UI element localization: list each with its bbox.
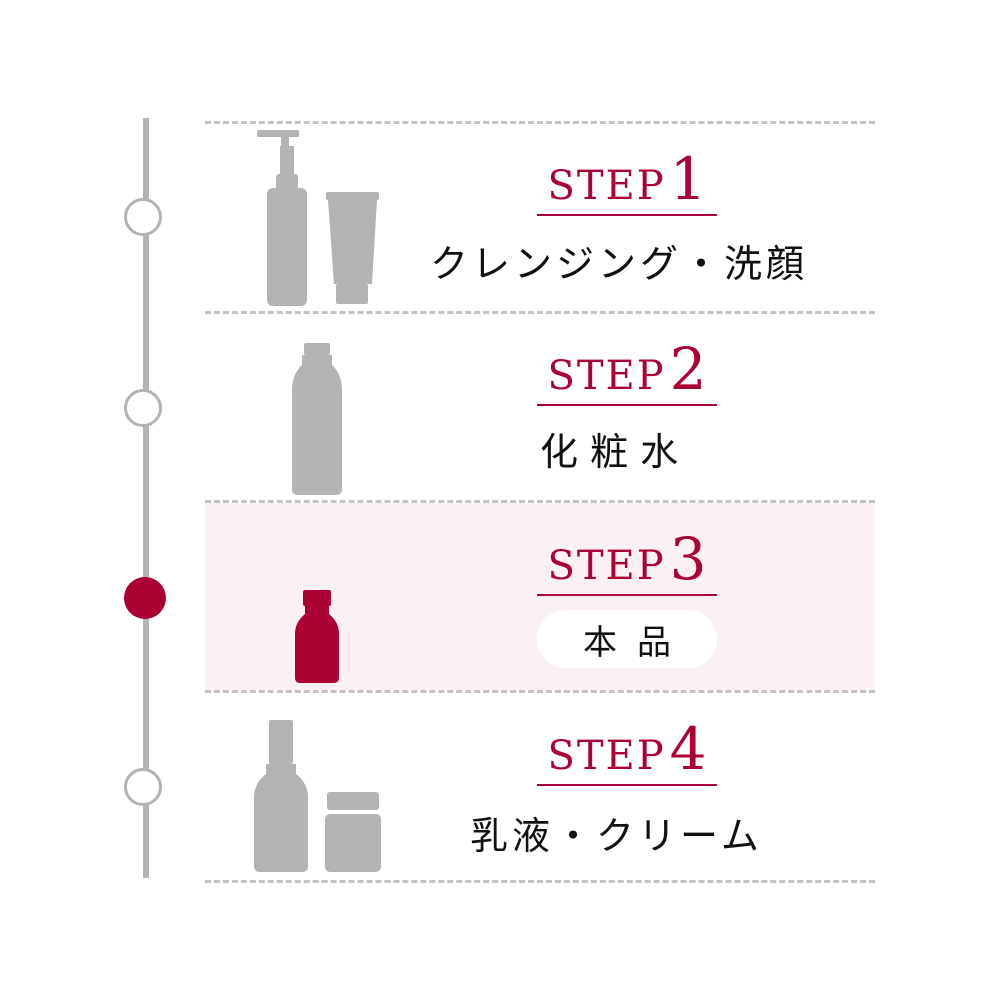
cream-jar-icon bbox=[325, 792, 381, 872]
step-4-title: STEP4 bbox=[537, 720, 717, 786]
pump-bottle-icon bbox=[257, 130, 307, 306]
step-2-number: 2 bbox=[669, 335, 707, 403]
step-1-word: STEP bbox=[547, 163, 666, 209]
timeline-line bbox=[143, 118, 149, 878]
step-3-number: 3 bbox=[669, 525, 707, 593]
step-2-label: 化 粧 水 bbox=[540, 430, 679, 474]
timeline-node-step4 bbox=[124, 768, 162, 806]
step-2-word: STEP bbox=[547, 353, 666, 399]
step-3-word: STEP bbox=[547, 543, 666, 589]
step-1-number: 1 bbox=[669, 145, 707, 213]
divider-3-4 bbox=[205, 690, 875, 693]
step-4-word: STEP bbox=[547, 733, 666, 779]
step-1-title: STEP1 bbox=[537, 150, 717, 216]
toner-bottle-icon bbox=[292, 343, 342, 495]
step-2-title: STEP2 bbox=[537, 340, 717, 406]
lotion-bottle-icon bbox=[254, 720, 308, 872]
divider-2-3 bbox=[205, 500, 875, 503]
divider-1-2 bbox=[205, 311, 875, 314]
tube-icon bbox=[326, 192, 379, 304]
step-3-title: STEP3 bbox=[537, 530, 717, 596]
serum-bottle-icon bbox=[295, 590, 339, 683]
divider-bottom bbox=[205, 880, 875, 883]
step-4-number: 4 bbox=[669, 715, 707, 783]
timeline-node-step2 bbox=[124, 389, 162, 427]
step-4-label: 乳液・クリーム bbox=[470, 814, 763, 858]
step-3-label: 本品 bbox=[583, 622, 691, 663]
step-1-label: クレンジング・洗顔 bbox=[430, 242, 809, 286]
step-3-label-pill: 本品 bbox=[537, 610, 717, 668]
divider-top bbox=[205, 121, 875, 124]
timeline-node-step1 bbox=[124, 198, 162, 236]
timeline-node-step3-active bbox=[124, 577, 166, 619]
